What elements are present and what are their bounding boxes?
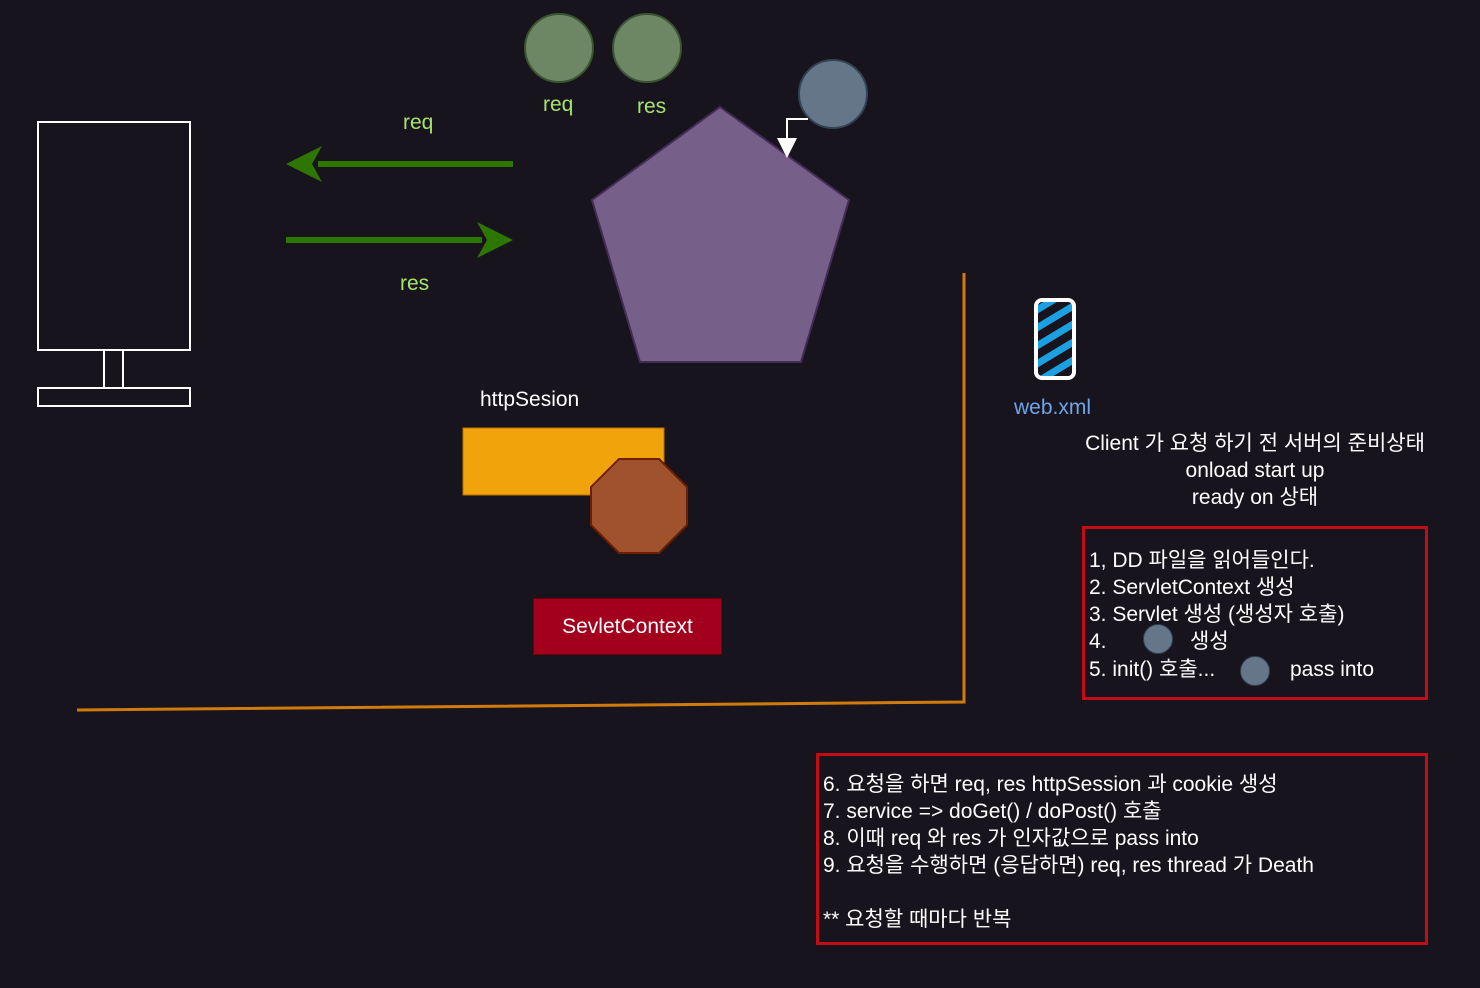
res-object-label: res	[637, 95, 667, 118]
web-xml-label: web.xml	[1014, 396, 1092, 419]
init-step-5-suffix: pass into	[1290, 658, 1375, 681]
req-object-circle	[524, 13, 594, 83]
request-step-9: 9. 요청을 수행하면 (응답하면) req, res thread 가 Dea…	[823, 854, 1314, 877]
thread-dot-step-5	[1240, 656, 1270, 686]
web-xml-icon	[1034, 298, 1076, 380]
init-step-4-prefix: 4.	[1089, 630, 1107, 653]
servlet-context-box: SevletContext	[533, 598, 722, 655]
request-step-7: 7. service => doGet() / doPost() 호출	[823, 800, 1162, 823]
thread-connector	[777, 118, 808, 158]
init-step-1: 1, DD 파일을 읽어들인다.	[1089, 549, 1315, 572]
request-steps-box: 6. 요청을 하면 req, res httpSession 과 cookie …	[816, 753, 1428, 945]
readiness-description: Client 가 요청 하기 전 서버의 준비상태 onload start u…	[1055, 430, 1455, 511]
init-step-5-prefix: 5. init() 호출...	[1089, 658, 1216, 681]
thread-dot-step-4	[1143, 624, 1173, 654]
client-monitor-icon	[37, 121, 191, 407]
res-arrow	[286, 222, 513, 258]
init-step-2: 2. ServletContext 생성	[1089, 576, 1295, 599]
req-arrow	[286, 146, 513, 182]
res-object-circle	[612, 13, 682, 83]
request-step-6: 6. 요청을 하면 req, res httpSession 과 cookie …	[823, 773, 1278, 796]
servlet-context-label: SevletContext	[562, 614, 693, 638]
server-boundary-line	[76, 273, 966, 712]
init-step-3: 3. Servlet 생성 (생성자 호출)	[1089, 603, 1345, 626]
readiness-line-3: ready on 상태	[1191, 486, 1319, 509]
request-repeat-note: ** 요청할 때마다 반복	[823, 908, 1012, 931]
thread-circle	[798, 59, 868, 129]
http-session-label: httpSesion	[480, 388, 580, 411]
request-step-8: 8. 이때 req 와 res 가 인자값으로 pass into	[823, 827, 1199, 850]
init-step-4-suffix: 생성	[1190, 630, 1229, 653]
res-arrow-label: res	[400, 272, 430, 295]
cookie-octagon	[590, 458, 688, 554]
init-steps-box: 1, DD 파일을 읽어들인다. 2. ServletContext 생성 3.…	[1082, 526, 1428, 700]
servlet-pentagon	[590, 105, 851, 363]
req-arrow-label: req	[403, 111, 434, 134]
readiness-line-2: onload start up	[1185, 459, 1325, 482]
readiness-line-1: Client 가 요청 하기 전 서버의 준비상태	[1085, 432, 1425, 455]
req-object-label: req	[543, 93, 574, 116]
